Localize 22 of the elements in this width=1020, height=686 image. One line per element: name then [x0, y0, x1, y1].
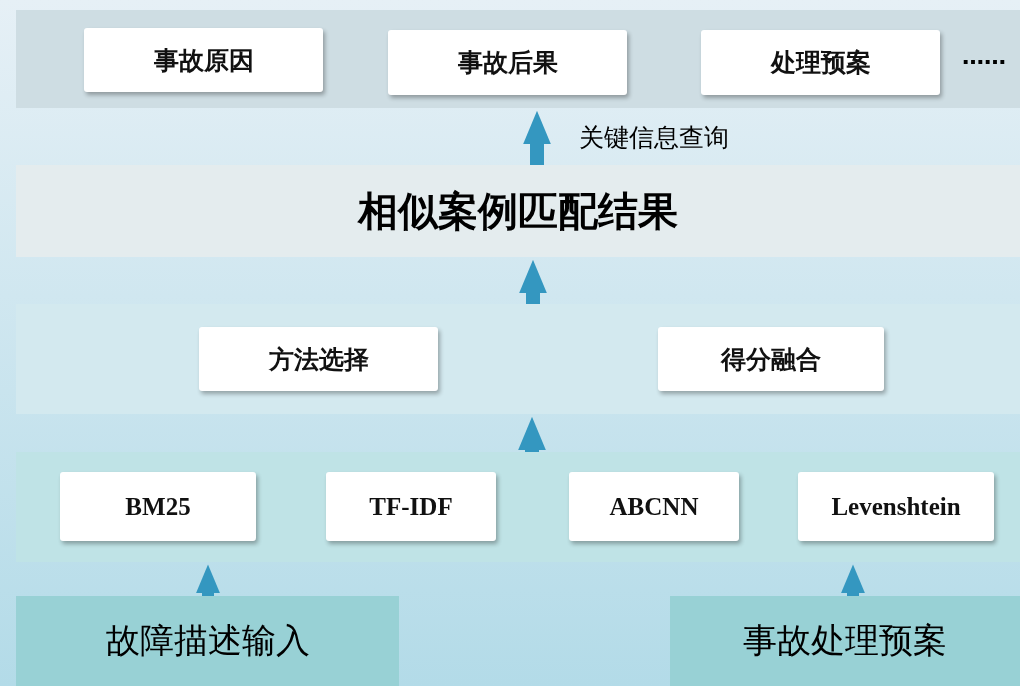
label-box: 得分融合 — [658, 327, 884, 391]
edge-label: 关键信息查询 — [579, 121, 729, 154]
arrow — [523, 110, 551, 165]
arrow — [841, 564, 865, 596]
band-background — [16, 452, 1020, 562]
label-box: 处理预案 — [701, 30, 940, 95]
label-box: ABCNN — [569, 472, 739, 541]
arrow — [519, 259, 547, 304]
banner: 事故处理预案 — [670, 596, 1020, 686]
label-box: 事故原因 — [84, 28, 323, 92]
label-box: 方法选择 — [199, 327, 438, 391]
label-box: TF-IDF — [326, 472, 496, 541]
banner: 故障描述输入 — [16, 596, 399, 686]
label-box: 事故后果 — [388, 30, 627, 95]
arrow — [196, 564, 220, 596]
arrow — [518, 416, 546, 452]
band-background — [16, 304, 1020, 414]
band-background — [16, 10, 1020, 108]
banner: 相似案例匹配结果 — [16, 165, 1020, 257]
label-box: Levenshtein — [798, 472, 994, 541]
label-box: BM25 — [60, 472, 256, 541]
ellipsis-text: …… — [962, 44, 1006, 69]
